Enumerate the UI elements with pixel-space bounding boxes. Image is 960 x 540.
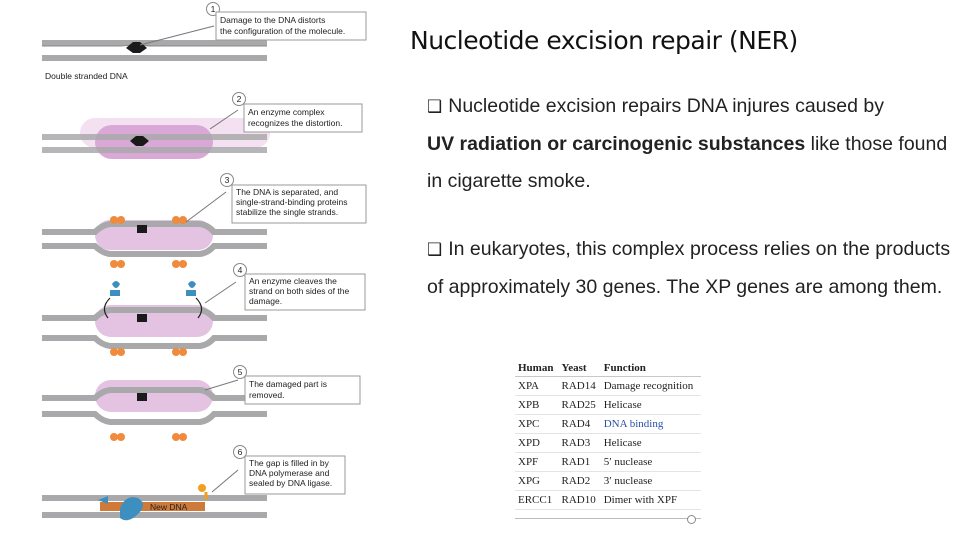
xp-gene-table: Human Yeast Function XPA RAD14 Damage re… [515, 360, 701, 524]
ner-diagram: 1 Damage to the DNA distorts the configu… [0, 0, 380, 540]
new-dna-strand [100, 502, 205, 511]
table-cell: RAD2 [558, 471, 601, 491]
table-cell: Helicase [600, 433, 701, 453]
step-6-number: 6 [238, 447, 243, 457]
dna-ligase [198, 484, 206, 492]
ner-diagram-svg: 1 Damage to the DNA distorts the configu… [42, 2, 367, 521]
step-2: 2 An enzyme complex recognizes the disto… [42, 92, 363, 159]
step-6-text-line-3: sealed by DNA ligase. [249, 478, 332, 488]
table-row: ERCC1 RAD10 Dimer with XPF [515, 490, 701, 510]
table-cell: ERCC1 [515, 490, 559, 510]
step-5-text-line-2: removed. [249, 390, 284, 400]
step-4-number: 4 [238, 265, 243, 275]
step-1-number: 1 [211, 4, 216, 14]
bullet-2-text: In eukaryotes, this complex process reli… [427, 238, 951, 298]
slide-title: Nucleotide excision repair (NER) [410, 26, 798, 55]
table-scrollbar[interactable] [515, 515, 701, 524]
table-header-yeast: Yeast [558, 360, 601, 377]
bullet-2-marker: ❑ [427, 240, 443, 260]
table-header-function: Function [600, 360, 701, 377]
step-4: 4 An enzyme cleaves the strand on both s… [42, 263, 366, 356]
table-cell: Helicase [600, 395, 701, 415]
table-cell: RAD10 [558, 490, 601, 510]
step-6-text-line-2: DNA polymerase and [249, 468, 330, 478]
table-cell: Damage recognition [600, 376, 701, 396]
table-row: XPF RAD1 5′ nuclease [515, 452, 701, 472]
step-1-text-line-2: the configuration of the molecule. [220, 26, 345, 36]
step-2-text-line-2: recognizes the distortion. [248, 118, 343, 128]
table-row: XPA RAD14 Damage recognition [515, 376, 701, 396]
step-3-text-line-1: The DNA is separated, and [236, 187, 338, 197]
step-3-text-line-3: stabilize the single strands. [236, 207, 338, 217]
bullet-1: ❑Nucleotide excision repairs DNA injures… [427, 88, 952, 200]
table-cell: XPA [515, 376, 559, 396]
table-row: XPG RAD2 3′ nuclease [515, 471, 701, 491]
step-4-text-line-1: An enzyme cleaves the [249, 276, 337, 286]
new-dna-label: New DNA [150, 502, 188, 512]
table-header-row: Human Yeast Function [515, 360, 701, 377]
step-4-text-line-3: damage. [249, 296, 282, 306]
step-5-text-line-1: The damaged part is [249, 379, 327, 389]
bullet-1-text-post: like those found in cigarette smoke. [427, 133, 948, 192]
table-cell: RAD1 [558, 452, 601, 472]
step-6-text-line-1: The gap is filled in by [249, 458, 330, 468]
table-row: XPC RAD4 DNA binding [515, 414, 701, 434]
bullet-2: ❑In eukaryotes, this complex process rel… [427, 231, 952, 306]
step-6: New DNA 6 The gap is filled in by DNA po… [42, 445, 346, 521]
table-row: XPD RAD3 Helicase [515, 433, 701, 453]
scrollbar-track [515, 518, 701, 519]
step-3-text-line-2: single-strand-binding proteins [236, 197, 348, 207]
table-cell: RAD14 [558, 376, 601, 396]
bullet-1-marker: ❑ [427, 97, 443, 117]
dna-label: Double stranded DNA [45, 71, 128, 81]
table-cell: XPB [515, 395, 559, 415]
table-cell: 5′ nuclease [600, 452, 701, 472]
table-header-human: Human [515, 360, 559, 377]
nuclease-enzyme-right [186, 281, 196, 296]
table-cell: XPF [515, 452, 559, 472]
step-3: 3 The DNA is separated, and single-stran… [42, 173, 367, 268]
table-cell: RAD4 [558, 414, 601, 434]
dna-binding-link[interactable]: DNA binding [600, 414, 701, 434]
table-cell: XPD [515, 433, 559, 453]
table-cell: Dimer with XPF [600, 490, 701, 510]
bullet-1-text-bold: UV radiation or carcinogenic substances [427, 133, 806, 155]
step-5: 5 The damaged part is removed. [42, 365, 361, 441]
step-2-text-line-1: An enzyme complex [248, 107, 325, 117]
table-cell: RAD25 [558, 395, 601, 415]
step-2-number: 2 [237, 94, 242, 104]
step-1-text-line-1: Damage to the DNA distorts [220, 15, 325, 25]
table-cell: RAD3 [558, 433, 601, 453]
dna-polymerase [120, 497, 143, 521]
scrollbar-thumb[interactable] [687, 515, 696, 524]
step-5-number: 5 [238, 367, 243, 377]
nuclease-enzyme-left [110, 281, 120, 296]
step-4-text-line-2: strand on both sides of the [249, 286, 349, 296]
step-1: 1 Damage to the DNA distorts the configu… [42, 2, 367, 81]
bullet-1-text-pre: Nucleotide excision repairs DNA injures … [448, 95, 884, 117]
step-3-number: 3 [225, 175, 230, 185]
table-cell: XPG [515, 471, 559, 491]
table-row: XPB RAD25 Helicase [515, 395, 701, 415]
table-cell: XPC [515, 414, 559, 434]
enzyme-complex [95, 125, 213, 159]
table-cell: 3′ nuclease [600, 471, 701, 491]
